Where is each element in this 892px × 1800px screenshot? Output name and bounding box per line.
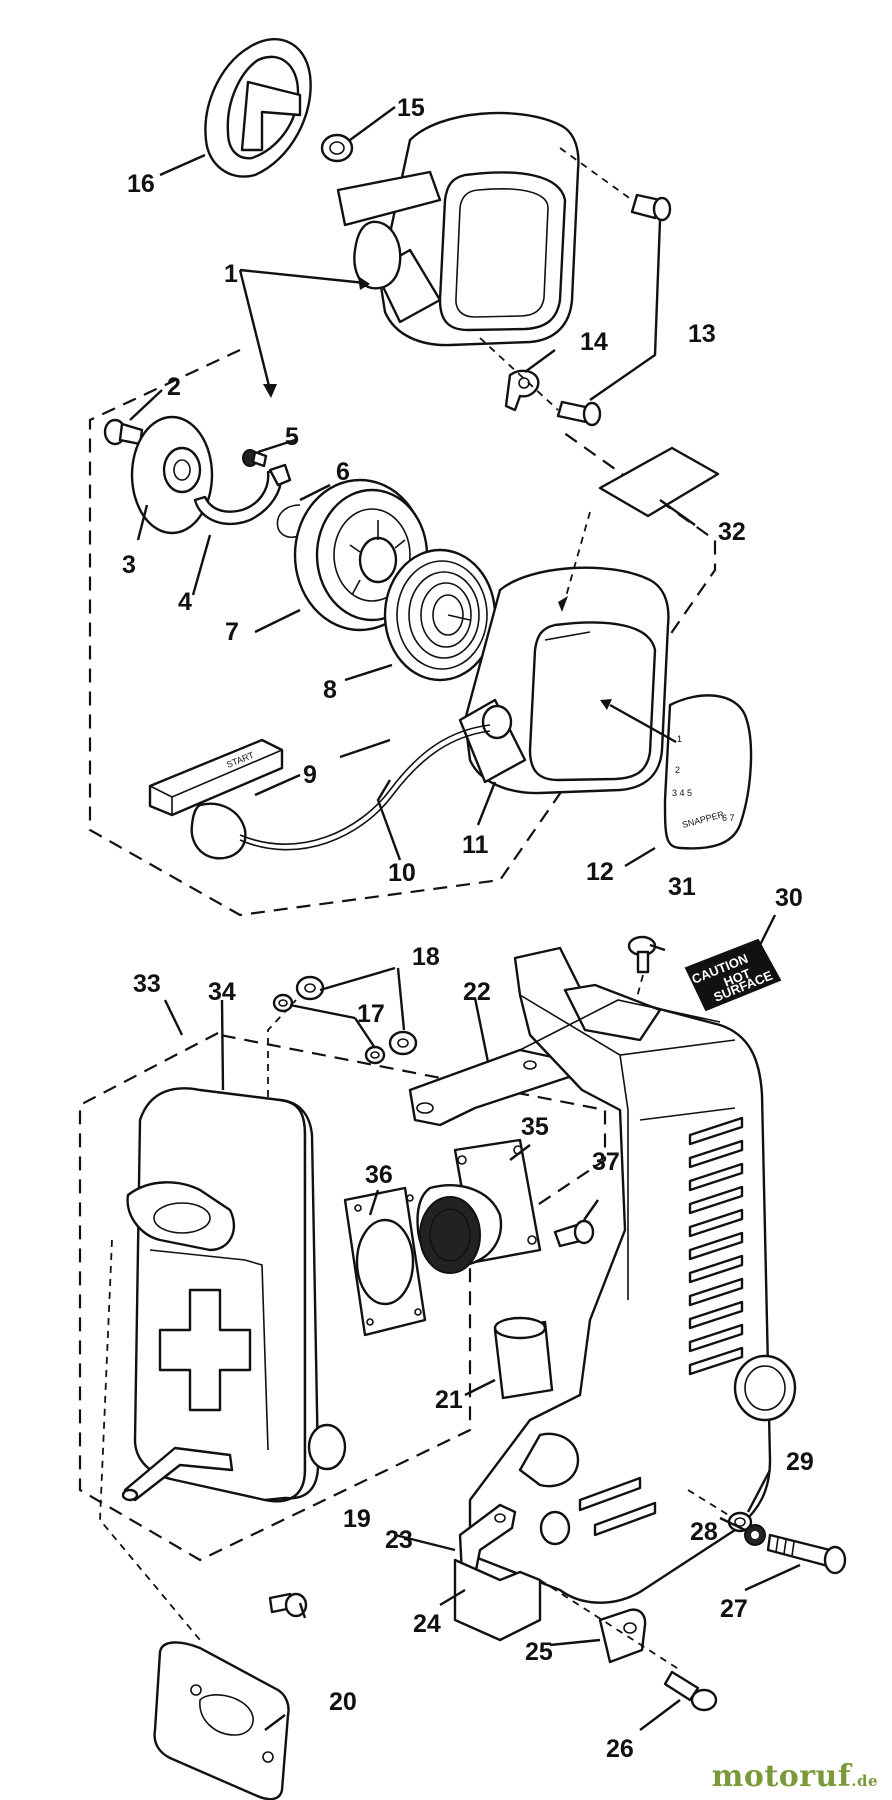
part-8-recoil-spring: [383, 548, 497, 682]
part-18-nut-lower: [388, 1030, 418, 1056]
callout-17: 17: [357, 1000, 385, 1028]
callout-9: 9: [303, 761, 317, 789]
part-1-starter-assembly: [336, 111, 580, 347]
arrow-head-32: [558, 596, 568, 612]
callout-8: 8: [323, 676, 337, 704]
dashed-leader-34-b: [99, 1239, 201, 1641]
callout-37: 37: [592, 1148, 620, 1176]
part-18-nut-upper: [295, 975, 325, 1001]
callout-19: 19: [343, 1505, 371, 1533]
callout-18: 18: [412, 943, 440, 971]
part-12-decal: 1 2 3 4 5 6 7 SNAPPER: [663, 694, 753, 850]
part-16-drive-plate: [204, 38, 312, 178]
part-17-washer-upper: [272, 993, 294, 1013]
part-10-rope: [239, 724, 491, 851]
callout-30: 30: [775, 884, 803, 912]
callout-12: 12: [586, 858, 614, 886]
callout-27: 27: [720, 1595, 748, 1623]
part-19-screw: [268, 1592, 308, 1618]
part-28-washer: [744, 1524, 766, 1546]
watermark-main: motoruf: [711, 1759, 852, 1794]
callout-23: 23: [385, 1526, 413, 1554]
callout-labels: 1 2 3 4 5 6 7 8 9 10 11 12 13 14 15 16 1…: [122, 94, 814, 1763]
part-24-bracket: [453, 1558, 542, 1642]
callout-1: 1: [224, 260, 238, 288]
shroud-vents: [688, 1116, 744, 1376]
callout-7: 7: [225, 618, 239, 646]
decal-12-mark-3: 3 4 5: [672, 788, 692, 798]
callout-21: 21: [435, 1386, 463, 1414]
part-11-housing: [458, 566, 670, 795]
part-36-gasket: [343, 1186, 427, 1337]
dashed-leader-29: [687, 1489, 731, 1517]
callout-5: 5: [285, 423, 299, 451]
arrow-head-12: [600, 699, 612, 710]
watermark-tld: .de: [851, 1772, 878, 1790]
part-26-screw: [663, 1670, 718, 1712]
decal-12-mark-1: 1: [677, 734, 682, 744]
part-4-pawl: [193, 463, 292, 526]
dashed-leader-13-lower: [479, 337, 559, 411]
part-shroud: [468, 946, 797, 1604]
part-17-washer-lower: [364, 1045, 386, 1065]
callout-6: 6: [336, 458, 350, 486]
part-21-spacer: [493, 1316, 554, 1400]
dashed-leader-32: [564, 511, 591, 601]
part-30-caution-decal: CAUTION HOT SURFACE: [684, 938, 782, 1012]
dashed-group-outline-muffler: [78, 1032, 607, 1562]
decal-12-mark-4: 6 7: [722, 813, 735, 823]
callout-11: 11: [462, 831, 489, 859]
dashed-leader-13-upper: [559, 147, 633, 201]
callout-32: 32: [718, 518, 746, 546]
callout-29: 29: [786, 1448, 814, 1476]
part-20-gasket-plate: [153, 1641, 290, 1800]
part-3-washer-plate: [130, 415, 214, 535]
callout-36: 36: [365, 1161, 393, 1189]
dashed-group-outline-starter: [88, 349, 717, 917]
callout-10: 10: [388, 859, 416, 887]
part-34-muffler: [121, 1087, 347, 1503]
callout-24: 24: [413, 1610, 441, 1638]
arrow-12: [609, 703, 677, 744]
callout-26: 26: [606, 1735, 634, 1763]
callout-3: 3: [122, 551, 136, 579]
watermark-logo: motoruf.de: [712, 1759, 878, 1794]
part-27-bolt: [766, 1533, 847, 1575]
decal-12-mark-2: 2: [675, 765, 680, 775]
callout-2: 2: [167, 373, 181, 401]
part-35-screen: [416, 1138, 542, 1274]
part-9-handle: START: [148, 738, 284, 860]
callout-25: 25: [525, 1638, 553, 1666]
part-13-screw-lower: [556, 400, 602, 427]
callout-34: 34: [208, 978, 236, 1006]
part-2-screw: [103, 418, 144, 446]
part-15-nut: [320, 133, 354, 163]
part-22-bracket: [408, 1048, 577, 1127]
leader-lines: [129, 106, 801, 1731]
callout-15: 15: [397, 94, 425, 122]
callout-13: 13: [688, 320, 716, 348]
part-5-screw: [242, 449, 268, 468]
callout-14: 14: [580, 328, 608, 356]
callout-22: 22: [463, 978, 491, 1006]
part-32-label: [598, 446, 720, 518]
part-37-screw: [553, 1219, 595, 1248]
callout-20: 20: [329, 1688, 357, 1716]
callout-16: 16: [127, 170, 155, 198]
part-25-plate: [598, 1608, 647, 1664]
callout-28: 28: [690, 1518, 718, 1546]
part-31-screw: [627, 935, 657, 974]
callout-35: 35: [521, 1113, 549, 1141]
callout-31: 31: [668, 873, 696, 901]
part-13-screw-upper: [630, 193, 672, 222]
dashed-leader-25: [539, 1579, 681, 1671]
callout-33: 33: [133, 970, 161, 998]
callout-4: 4: [178, 588, 192, 616]
